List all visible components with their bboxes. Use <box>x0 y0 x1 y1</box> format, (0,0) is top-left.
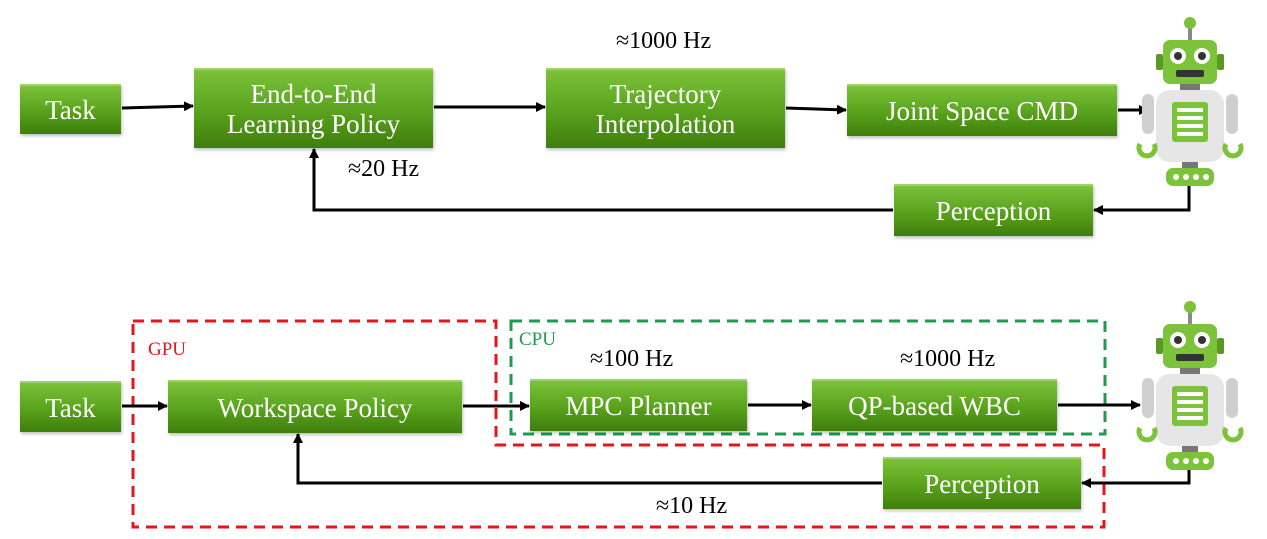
gpu-region <box>131 319 1106 529</box>
joint-space-cmd-box: Joint Space CMD <box>847 84 1117 136</box>
perception-box-bottom: Perception <box>883 457 1081 509</box>
gpu-label: GPU <box>148 339 187 360</box>
freq-label-mpc: ≈100 Hz <box>590 346 674 372</box>
perception-box-top: Perception <box>894 184 1093 236</box>
workspace-policy-box: Workspace Policy <box>168 380 462 433</box>
arrow-interp-to-joint <box>785 104 847 115</box>
robot-icon <box>1136 17 1244 186</box>
task-box-top: Task <box>20 84 121 134</box>
arrow-robot-to-perception <box>1093 183 1191 215</box>
cpu-region <box>509 319 1107 436</box>
mpc-planner-box: MPC Planner <box>530 379 747 431</box>
freq-label-wbc: ≈1000 Hz <box>900 346 996 372</box>
freq-label-interp: ≈1000 Hz <box>616 28 712 54</box>
freq-label-policy: ≈20 Hz <box>348 156 420 182</box>
robot-icon <box>1136 301 1244 470</box>
arrow-perception2-to-workspace <box>293 433 882 485</box>
cpu-label: CPU <box>519 329 556 350</box>
trajectory-interpolation-box: Trajectory Interpolation <box>546 68 785 148</box>
end-to-end-policy-box: End-to-End Learning Policy <box>194 68 433 148</box>
arrow-robot2-to-perception <box>1081 469 1191 488</box>
arrow-perception-to-policy <box>309 148 893 212</box>
freq-label-loop: ≈10 Hz <box>656 493 728 519</box>
task-box-bottom: Task <box>20 381 121 432</box>
arrow-task-to-policy <box>121 101 194 112</box>
qp-based-wbc-box: QP-based WBC <box>812 379 1057 431</box>
